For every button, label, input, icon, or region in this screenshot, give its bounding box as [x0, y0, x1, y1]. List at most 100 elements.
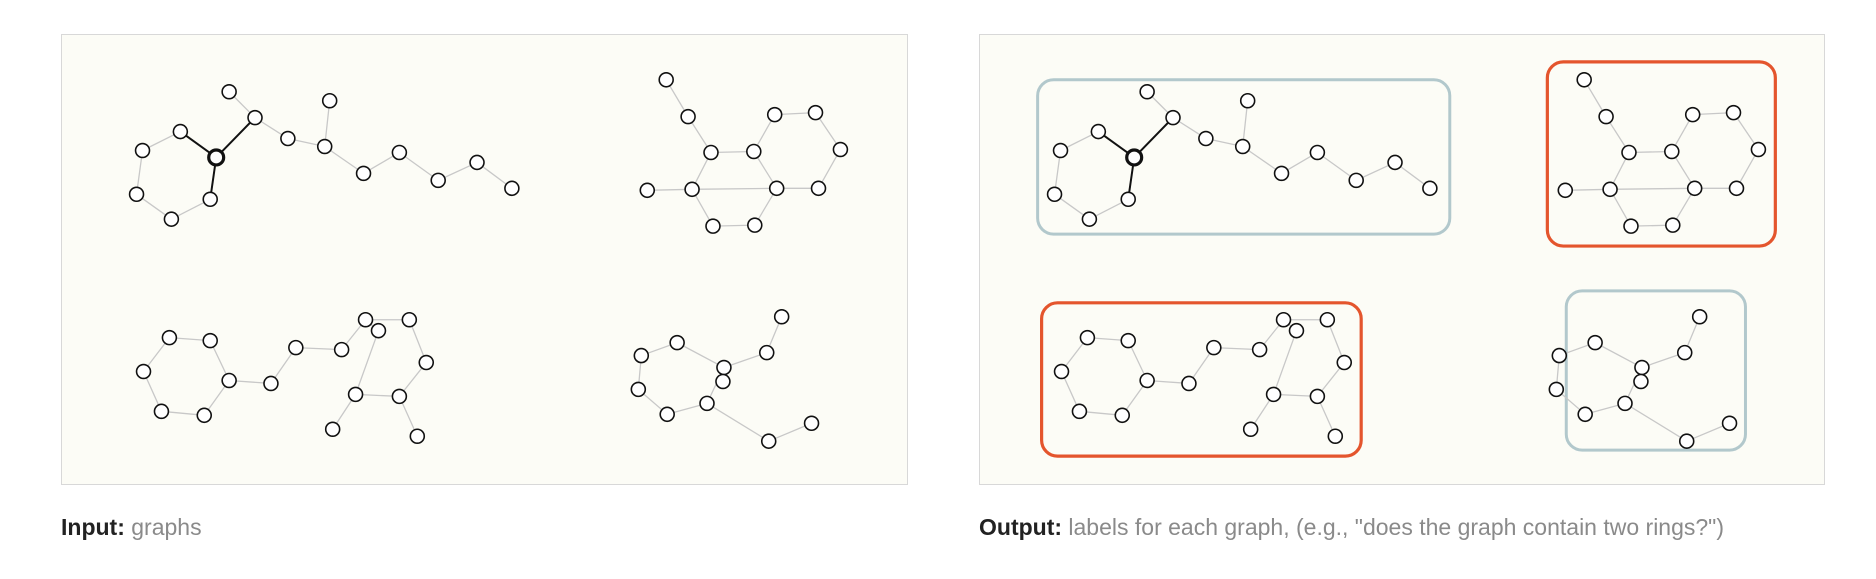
output-caption-text: labels for each graph, (e.g., "does the … — [1068, 514, 1725, 540]
graph-1-node-2 — [172, 123, 189, 140]
graph-1-node-10 — [321, 92, 338, 109]
graph-2-node-6 — [1623, 218, 1639, 234]
graph-3-node-17 — [409, 428, 426, 444]
graph-3-node-6 — [1053, 363, 1070, 380]
graph-1-edge-14 — [399, 151, 439, 181]
graph-2-label-box-positive — [1545, 60, 1777, 248]
graph-3-node-8 — [288, 339, 304, 356]
graph-1-node-16 — [1422, 180, 1438, 197]
input-graph-3 — [135, 311, 435, 444]
graph-3-node-16 — [1242, 421, 1259, 438]
graph-1-node-14 — [430, 172, 446, 189]
graph-3-node-15 — [347, 386, 364, 403]
graph-3-node-11 — [357, 311, 374, 328]
graph-1-edge-7 — [215, 116, 256, 159]
graph-1-node-5 — [1081, 211, 1098, 227]
graph-3-node-13 — [418, 354, 435, 371]
graph-4-node-6 — [716, 359, 732, 376]
graph-1-node-8 — [1165, 109, 1181, 126]
graph-1-node-13 — [1309, 144, 1326, 161]
graph-1-node-7 — [221, 83, 237, 100]
graph-4-node-4 — [1577, 406, 1593, 423]
graph-1-node-14 — [1348, 172, 1364, 189]
graph-2-node-7 — [1665, 217, 1681, 233]
graph-1-node-2 — [1090, 123, 1107, 140]
graph-1-node-11 — [316, 138, 333, 155]
graph-3-node-7 — [1181, 375, 1197, 392]
output-graph-3 — [1040, 301, 1363, 458]
graph-3-node-12 — [401, 311, 418, 328]
graph-2-node-5 — [1557, 182, 1574, 199]
graph-1-node-13 — [391, 144, 408, 161]
graph-1-node-3 — [1052, 142, 1069, 159]
graph-2-node-13 — [810, 180, 827, 197]
graph-1-edge-12 — [324, 145, 364, 174]
graph-2-node-2 — [1598, 108, 1614, 125]
graph-1-node-4 — [1046, 186, 1063, 203]
graph-3-node-8 — [1206, 339, 1222, 356]
graph-3-node-5 — [1071, 403, 1088, 420]
graph-2-node-7 — [747, 217, 763, 233]
graph-3-edge-16 — [1272, 330, 1298, 395]
graph-3-node-16 — [324, 421, 341, 438]
graph-2-node-8 — [1686, 180, 1703, 197]
graph-3-node-9 — [1251, 341, 1268, 358]
graph-1-node-12 — [1273, 165, 1290, 182]
graph-2-node-13 — [1728, 180, 1745, 197]
graph-3-node-14 — [1309, 388, 1326, 405]
graph-2-node-3 — [1621, 144, 1637, 161]
graph-3-node-1 — [1079, 329, 1096, 346]
graph-4-node-11 — [715, 373, 731, 390]
graph-1-label-box-negative — [1036, 78, 1452, 236]
graph-2-node-1 — [658, 72, 674, 88]
graph-2-node-1 — [1576, 72, 1592, 88]
output-panel — [979, 34, 1825, 485]
graph-3-node-3 — [1139, 372, 1155, 389]
graph-1-node-12 — [355, 165, 372, 182]
graph-2-node-9 — [746, 143, 762, 160]
output-graph-2 — [1545, 60, 1777, 248]
graph-2-node-11 — [807, 104, 824, 121]
graph-3-node-17 — [1327, 428, 1344, 444]
graph-1-node-11 — [1234, 138, 1251, 155]
graph-2-node-11 — [1725, 104, 1742, 121]
graph-3-node-10 — [370, 322, 387, 339]
graph-1-node-7 — [1139, 83, 1155, 100]
input-panel — [61, 34, 908, 485]
graph-4-node-8 — [773, 308, 790, 325]
graph-3-node-11 — [1275, 311, 1292, 328]
graph-1-node-6 — [1120, 191, 1136, 208]
graph-3-node-15 — [1265, 386, 1282, 403]
graph-4-node-9 — [760, 433, 777, 449]
graph-3-node-2 — [1120, 332, 1136, 349]
graph-3-node-2 — [202, 332, 218, 349]
graph-3-node-1 — [161, 329, 178, 346]
graph-1-node-15 — [469, 154, 485, 171]
graph-4-node-10 — [803, 415, 820, 432]
graph-1-node-6 — [202, 191, 218, 208]
graph-2-node-5 — [639, 182, 656, 199]
graph-4-node-1 — [1587, 334, 1603, 351]
graph-4-node-1 — [669, 334, 685, 351]
graph-3-node-7 — [263, 375, 279, 392]
input-graph-2 — [639, 72, 849, 234]
graph-1-node-5 — [163, 211, 180, 227]
output-graph-1 — [1036, 78, 1452, 236]
graph-2-edge-8 — [692, 187, 777, 190]
graph-3-node-14 — [391, 388, 408, 405]
graph-4-label-box-negative — [1564, 289, 1747, 452]
graph-4-edge-9 — [706, 402, 770, 442]
graph-3-node-4 — [1114, 407, 1131, 424]
input-caption: Input: graphs — [61, 512, 202, 542]
graph-1-node-9 — [280, 130, 296, 147]
graph-4-node-2 — [633, 347, 650, 364]
graph-3-node-9 — [333, 341, 350, 358]
graph-3-node-6 — [135, 363, 152, 380]
input-graph-4 — [630, 308, 820, 449]
graph-4-edge-6 — [1594, 342, 1643, 369]
graph-4-node-7 — [758, 344, 775, 361]
graph-2-node-4 — [1602, 181, 1618, 198]
graph-1-node-1 — [1125, 148, 1144, 167]
graph-4-node-10 — [1721, 415, 1738, 432]
graph-4-node-6 — [1634, 359, 1650, 376]
